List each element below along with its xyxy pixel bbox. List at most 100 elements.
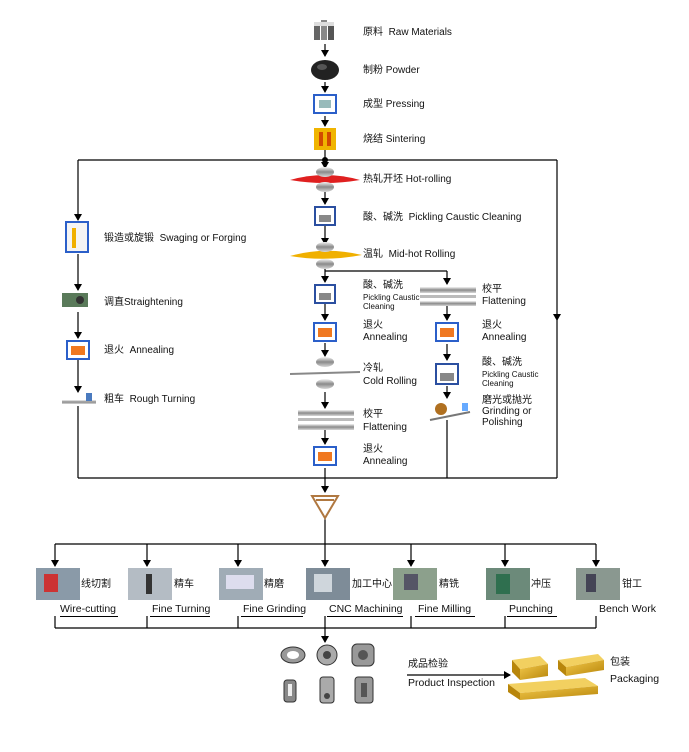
annealing2-en-label: Annealing bbox=[363, 456, 408, 467]
cnc-machining-cn: 加工中心 bbox=[352, 579, 392, 590]
flattening-icon-2 bbox=[420, 287, 476, 306]
flattening2-en-label: Flattening bbox=[482, 296, 526, 307]
fine-grinding-cn: 精磨 bbox=[264, 579, 284, 590]
fine-turning-en: Fine Turning bbox=[152, 603, 211, 615]
straightening-icon bbox=[62, 293, 88, 307]
fine-milling-underline bbox=[415, 616, 475, 617]
hot-rolling-en: Hot-rolling bbox=[405, 174, 452, 185]
straightening-cn: 调直 bbox=[104, 297, 124, 308]
pickling2-cn-label: 酸、碱洗 bbox=[363, 280, 403, 291]
raw-materials-en: Raw Materials bbox=[388, 27, 452, 38]
cold-rolling-en-label: Cold Rolling bbox=[363, 376, 417, 387]
flattening1-cn-label: 校平 bbox=[363, 409, 383, 420]
pressing-icon bbox=[313, 94, 337, 114]
fine-turning-underline bbox=[150, 616, 210, 617]
raw-materials-label: 原料 Raw Materials bbox=[363, 27, 452, 39]
flattening2-cn-label: 校平 bbox=[482, 284, 502, 295]
annealing-icon-3 bbox=[435, 322, 459, 342]
grinding-cn-label: 磨光或抛光 bbox=[482, 395, 532, 406]
left-annealing-cn: 退火 bbox=[104, 345, 124, 356]
pickling1-label: 酸、碱洗 Pickling Caustic Cleaning bbox=[363, 212, 521, 224]
sintering-icon bbox=[314, 128, 336, 150]
raw-materials-cn: 原料 bbox=[363, 27, 383, 38]
fine-grinding-en: Fine Grinding bbox=[243, 603, 307, 615]
pickling1-cn: 酸、碱洗 bbox=[363, 212, 403, 223]
pickling3-en1-label: Pickling Caustic bbox=[482, 370, 539, 379]
inspection-en: Product Inspection bbox=[408, 677, 495, 689]
merge-tools-icon bbox=[310, 495, 340, 520]
cnc-machining-en: CNC Machining bbox=[329, 603, 403, 615]
sintering-cn: 烧结 bbox=[363, 134, 383, 145]
cnc-machining-underline bbox=[327, 616, 403, 617]
hot-rolling-icon bbox=[290, 167, 360, 192]
left-annealing-en: Annealing bbox=[129, 345, 175, 356]
annealing1-cn-label: 退火 bbox=[363, 320, 383, 331]
pressing-en: Pressing bbox=[385, 99, 425, 110]
wire-cutting-underline bbox=[60, 616, 118, 617]
pressing-label: 成型 Pressing bbox=[363, 99, 425, 111]
straightening-label: 调直Straightening bbox=[104, 297, 183, 309]
punching-cn: 冲压 bbox=[531, 579, 551, 590]
annealing-icon-2 bbox=[313, 446, 337, 466]
junction-dot bbox=[322, 157, 328, 163]
grinding-icon bbox=[429, 403, 471, 421]
rough-turning-label: 粗车 Rough Turning bbox=[104, 394, 195, 406]
pickling3-en2-label: Cleaning bbox=[482, 379, 514, 388]
fine-grinding-underline bbox=[241, 616, 303, 617]
rough-turning-icon bbox=[62, 393, 96, 404]
punching-en: Punching bbox=[509, 603, 553, 615]
bench-work-photo bbox=[576, 568, 620, 600]
fine-milling-cn: 精铣 bbox=[439, 579, 459, 590]
bench-work-cn: 钳工 bbox=[622, 579, 642, 590]
pressing-cn: 成型 bbox=[363, 99, 383, 110]
cold-rolling-cn-label: 冷轧 bbox=[363, 363, 383, 374]
sintering-label: 烧结 Sintering bbox=[363, 134, 425, 146]
pickling-icon-2 bbox=[314, 284, 336, 304]
swaging-icon bbox=[65, 221, 89, 253]
annealing1-en-label: Annealing bbox=[363, 332, 408, 343]
connector-lines bbox=[51, 44, 600, 679]
annealing2-cn-label: 退火 bbox=[363, 444, 383, 455]
packaging-en: Packaging bbox=[610, 673, 660, 685]
swaging-cn: 锻造或旋锻 bbox=[104, 233, 154, 244]
raw-materials-icon bbox=[314, 20, 334, 40]
annealing3-en-label: Annealing bbox=[482, 332, 527, 343]
mid-hot-cn: 温轧 bbox=[363, 249, 383, 260]
mid-hot-label: 温轧 Mid-hot Rolling bbox=[363, 249, 455, 261]
pickling1-en: Pickling Caustic Cleaning bbox=[408, 212, 522, 223]
grinding-en2-label: Polishing bbox=[482, 417, 523, 428]
straightening-en: Straightening bbox=[124, 297, 183, 308]
powder-label: 制粉 Powder bbox=[363, 65, 420, 77]
packaging-boxes-icon bbox=[508, 654, 604, 700]
pickling-icon-3 bbox=[435, 363, 459, 385]
swaging-en: Swaging or Forging bbox=[159, 233, 247, 244]
pickling3-cn-label: 酸、碱洗 bbox=[482, 357, 522, 368]
pickling2-en1-label: Pickling Caustic bbox=[363, 293, 420, 302]
hot-rolling-label: 热轧开坯 Hot-rolling bbox=[363, 174, 451, 186]
powder-icon bbox=[311, 60, 339, 80]
punching-underline bbox=[507, 616, 557, 617]
flattening1-en-label: Flattening bbox=[363, 422, 407, 433]
annealing-icon-1 bbox=[313, 322, 337, 342]
cold-rolling-icon bbox=[289, 357, 361, 389]
rough-turning-cn: 粗车 bbox=[104, 394, 124, 405]
mid-hot-rolling-icon bbox=[290, 242, 362, 269]
rough-turning-en: Rough Turning bbox=[129, 394, 196, 405]
grinding-en1-label: Grinding or bbox=[482, 406, 532, 417]
powder-en: Powder bbox=[385, 65, 420, 76]
powder-cn: 制粉 bbox=[363, 65, 383, 76]
flattening-icon-1 bbox=[298, 410, 354, 430]
fine-turning-cn: 精车 bbox=[174, 579, 194, 590]
swaging-label: 锻造或旋锻 Swaging or Forging bbox=[104, 233, 246, 245]
pickling2-en2-label: Cleaning bbox=[363, 302, 395, 311]
hot-rolling-cn: 热轧开坯 bbox=[363, 174, 403, 185]
packaging-cn: 包装 bbox=[610, 657, 630, 668]
products-icons bbox=[280, 643, 375, 704]
annealing-icon-left bbox=[66, 340, 90, 360]
mid-hot-en: Mid-hot Rolling bbox=[388, 249, 456, 260]
bench-work-en: Bench Work bbox=[599, 603, 656, 615]
machine-photos bbox=[36, 568, 620, 600]
pickling-icon-1 bbox=[314, 206, 336, 226]
fine-milling-en: Fine Milling bbox=[418, 603, 472, 615]
